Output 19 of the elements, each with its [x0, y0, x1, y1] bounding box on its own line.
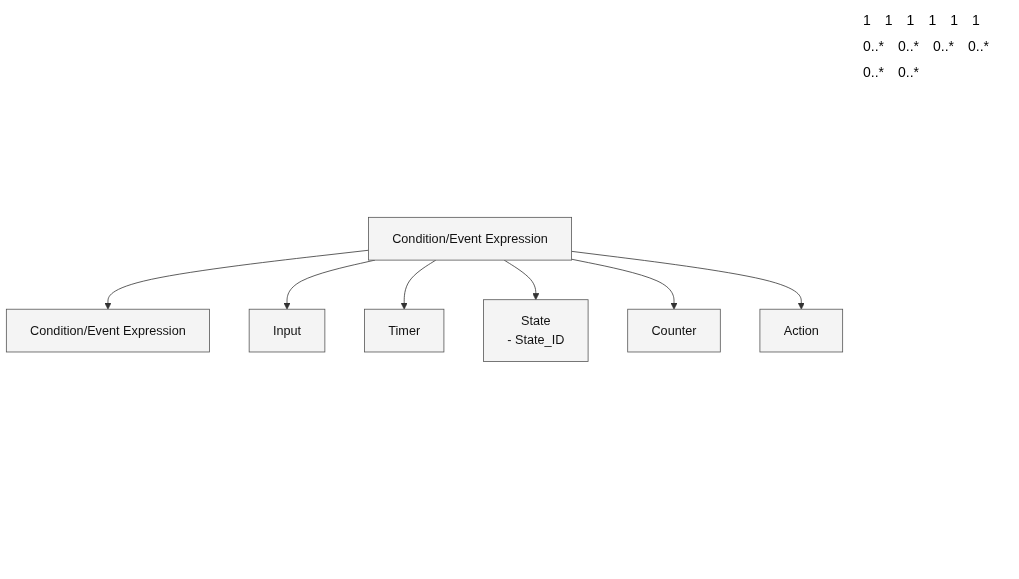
multiplicity-label: 0..*: [932, 37, 956, 56]
multiplicity-label: 0..*: [862, 63, 885, 82]
node-box: Condition/Event Expression: [368, 217, 572, 261]
node-box: Counter: [627, 308, 721, 353]
multiplicity-label: 0..*: [897, 37, 921, 56]
multiplicity-label: 1: [927, 11, 938, 30]
multiplicity-label: 0..*: [897, 63, 921, 82]
multiplicity-label: 1: [905, 11, 916, 30]
multiplicity-label: 1: [883, 11, 894, 30]
multiplicity-label: 1: [949, 11, 959, 30]
node-box: Timer: [364, 308, 445, 353]
multiplicity-label: 1: [862, 11, 872, 30]
node-box: Action: [759, 308, 844, 353]
multiplicity-label: 1: [971, 11, 981, 30]
node-box: Input: [248, 308, 326, 353]
node-box: State - State_ID: [483, 299, 589, 362]
multiplicity-label: 0..*: [862, 37, 885, 56]
node-box: Condition/Event Expression: [5, 308, 210, 353]
multiplicity-label: 0..*: [967, 37, 991, 56]
